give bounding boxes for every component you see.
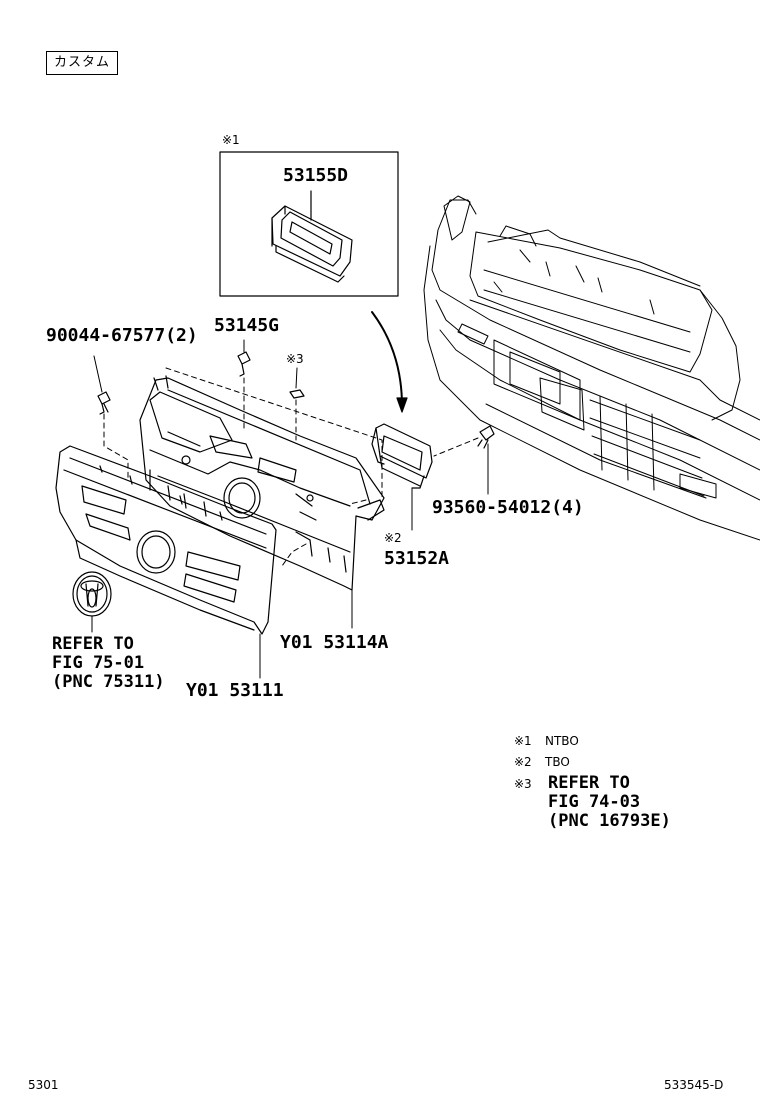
clip-93560-drawing [477,425,495,449]
legend-text-3[interactable]: REFER TO FIG 74-03 (PNC 16793E) [548,773,671,831]
fastener-53145G-drawing [237,351,251,377]
part-number-53145G[interactable]: 53145G [214,315,280,336]
legend-mark-1: ※1 [514,734,532,748]
inset-box [219,151,399,297]
part-number-90044-67577[interactable]: 90044-67577(2) [46,325,198,346]
part-number-53155D[interactable]: 53155D [283,165,349,186]
note-mark-3: ※3 [286,352,304,366]
legend-mark-2: ※2 [514,755,532,769]
legend-text-2: TBO [545,755,570,769]
legend-text-1: NTBO [545,734,579,748]
front-grille-drawing [55,445,277,635]
emblem-drawing [72,571,112,617]
part-number-93560-54012[interactable]: 93560-54012(4) [432,497,584,518]
footer-page-code: 5301 [28,1078,59,1092]
part-number-53152A[interactable]: 53152A [384,548,450,569]
part-number-53114A[interactable]: Y01 53114A [280,632,389,653]
emblem-reference[interactable]: REFER TO FIG 75-01 (PNC 75311) [52,634,165,692]
legend-mark-3: ※3 [514,777,532,791]
footer-figure-id: 533545-D [664,1078,724,1092]
part-number-53111[interactable]: Y01 53111 [186,680,284,701]
clip-90044-drawing [97,391,111,415]
vehicle-front-drawing [423,195,760,541]
bracket-53155D-drawing [271,205,353,283]
grille-insert-drawing [139,375,385,591]
inset-note-mark: ※1 [222,133,240,147]
note-mark-2: ※2 [384,531,402,545]
bracket-53152A-drawing [371,423,433,489]
install-arrow [371,311,403,407]
leader-lines [91,339,489,679]
custom-tag: カスタム [46,51,118,75]
tape-drawing [289,389,305,399]
assembly-dash-lines [103,367,479,567]
